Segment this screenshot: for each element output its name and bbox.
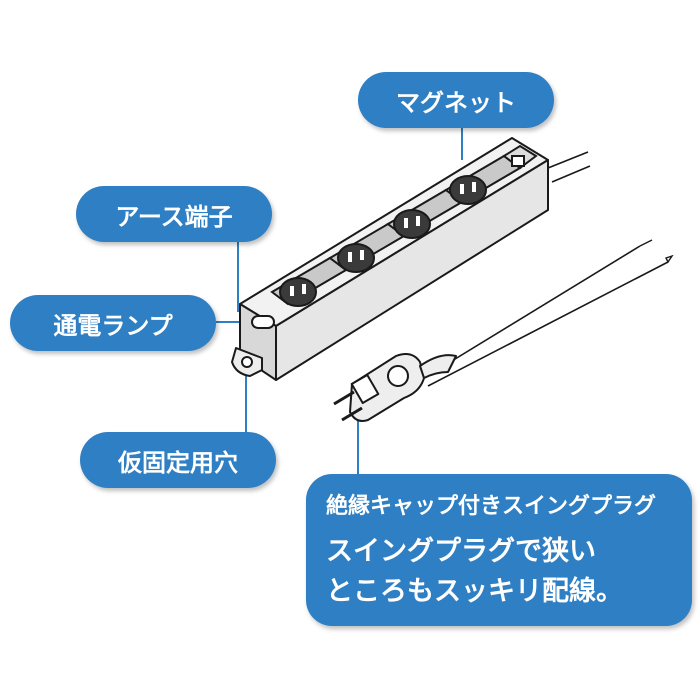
label-power-lamp: 通電ランプ	[10, 295, 216, 351]
leader-lines	[216, 128, 463, 474]
label-earth-terminal: アース端子	[76, 186, 272, 242]
callout-line-1: スイングプラグで狭い	[326, 536, 596, 567]
outlet-1	[270, 256, 348, 307]
swing-plug-callout: 絶縁キャップ付きスイングプラグ スイングプラグで狭い ところもスッキリ配線。	[306, 474, 692, 626]
power-lamp-window	[251, 315, 275, 329]
label-mount-hole: 仮固定用穴	[80, 432, 276, 488]
label-magnet: マグネット	[358, 72, 554, 128]
callout-line-2: ところもスッキリ配線。	[326, 576, 623, 607]
callout-title: 絶縁キャップ付きスイングプラグ	[326, 494, 657, 519]
callout-body: スイングプラグで狭い ところもスッキリ配線。	[326, 532, 623, 612]
cords	[423, 151, 669, 387]
outlets	[270, 144, 538, 307]
swing-plug	[333, 353, 457, 422]
outlet-4	[444, 154, 522, 205]
cord-ends	[639, 239, 674, 264]
